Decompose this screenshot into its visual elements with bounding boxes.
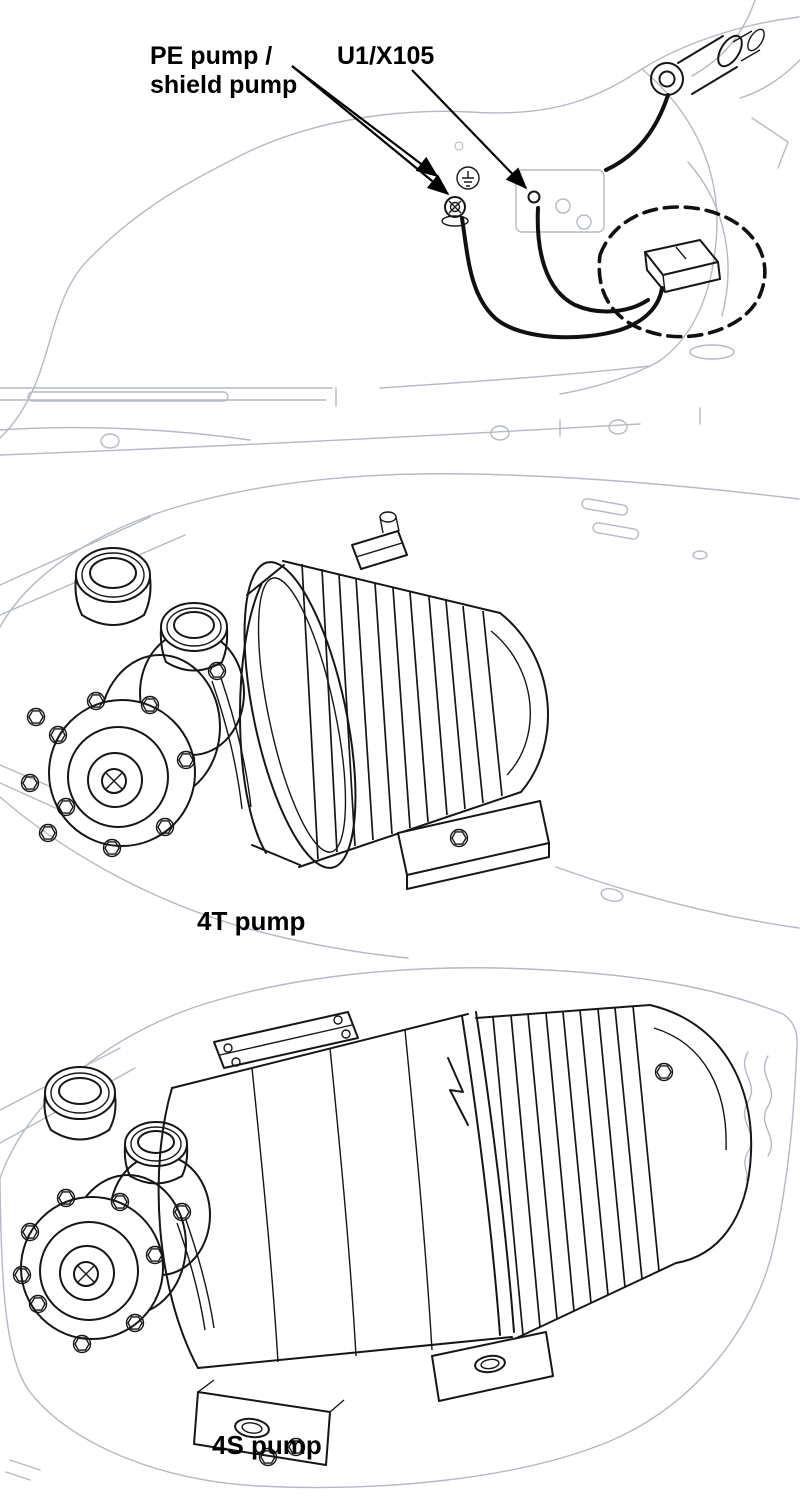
machine-housing-outline xyxy=(0,0,800,456)
callout-pe-pump-line2: shield pump xyxy=(150,71,298,99)
caption-4t-pump: 4T pump xyxy=(197,906,306,936)
mounting-feet xyxy=(193,1331,554,1467)
callout-u1-x105: U1/X105 xyxy=(337,42,435,70)
caption-4s-pump: 4S pump xyxy=(212,1430,322,1460)
motor-terminal-box xyxy=(351,511,408,570)
pump-4s-illustration xyxy=(0,967,798,1489)
cable-clip xyxy=(447,1057,469,1126)
callout-pe-pump-line1: PE pump / xyxy=(150,42,273,70)
nameplate xyxy=(213,1011,359,1069)
ground-symbol-icon xyxy=(456,166,480,190)
pump-4s-motor xyxy=(475,1004,753,1344)
callout-leader-lines xyxy=(291,65,528,196)
terminal-box xyxy=(644,239,721,293)
pump-port xyxy=(123,1121,189,1185)
motor-fins xyxy=(492,1005,660,1336)
machine-cutout-outline xyxy=(0,967,798,1489)
pump-port xyxy=(43,1066,117,1141)
connector-plug xyxy=(650,28,765,96)
connector-hole xyxy=(527,190,541,204)
drain-tube xyxy=(172,1202,215,1331)
control-board-highlight xyxy=(597,205,767,339)
pump-port xyxy=(159,602,229,672)
pump-4s-head xyxy=(12,1066,215,1354)
mounting-foot xyxy=(397,800,550,890)
pump-4t-head xyxy=(20,547,252,858)
callout-pe-pump: PE pump / shield pump xyxy=(150,42,297,100)
motor-fins xyxy=(301,563,503,860)
pump-4s-body xyxy=(157,1011,515,1369)
pump-4t-illustration xyxy=(0,473,800,959)
pump-4t-motor xyxy=(238,511,550,890)
pump-cable xyxy=(460,93,670,340)
ground-screw xyxy=(441,196,469,227)
grounding-connection-illustration xyxy=(0,0,800,456)
pump-port xyxy=(74,547,152,626)
